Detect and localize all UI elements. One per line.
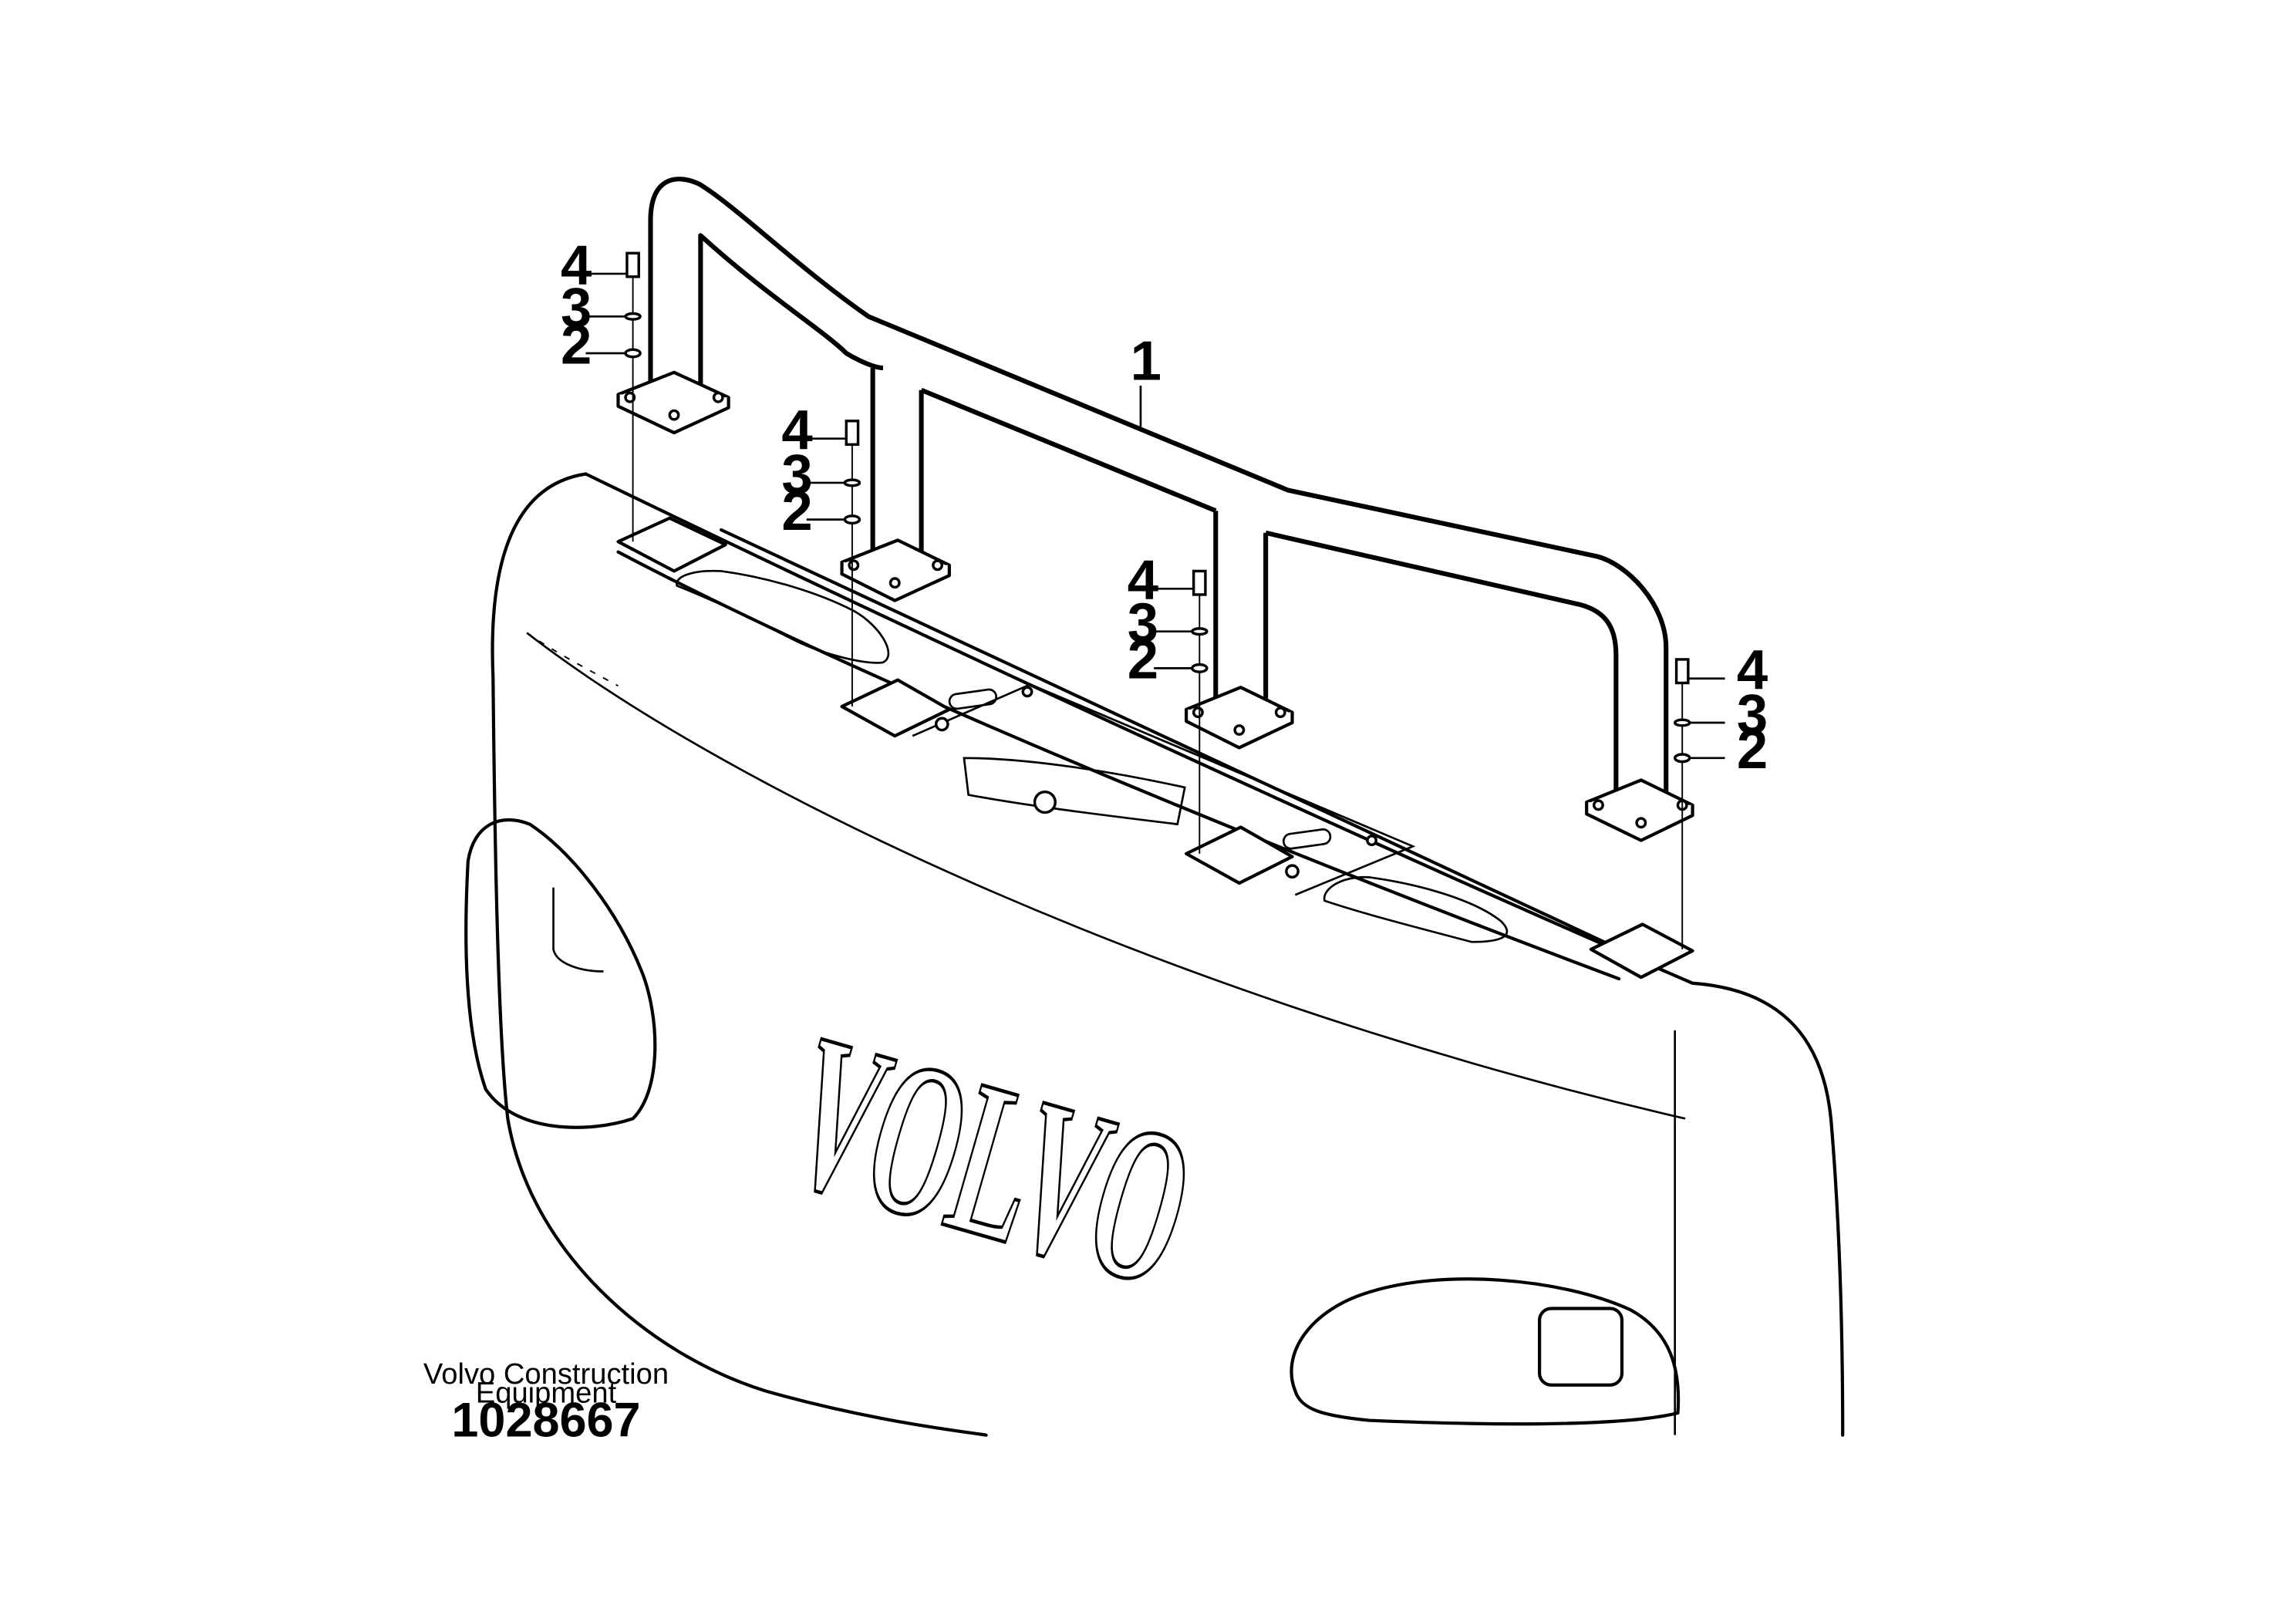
callout-3: 3 [1128,592,1158,654]
callout-2: 2 [1128,629,1158,691]
handrail [616,177,1694,842]
callout-2: 2 [1737,718,1768,781]
fastener-stacks [624,251,1691,949]
roof-pads [616,516,1694,980]
callout-4: 4 [1737,639,1768,701]
figure-caption: Volvo Construction Equipment 1028667 [423,1357,669,1448]
callout-labels: 1 4 3 2 4 3 2 4 3 2 4 3 2 [561,234,1768,781]
callout-4: 4 [781,399,812,461]
callout-3: 3 [1737,683,1768,745]
callout-4: 4 [1128,549,1158,612]
volvo-logo: VOLVO [767,989,1216,1334]
leader-lines [585,272,1725,760]
callout-2: 2 [781,480,812,542]
figure-number: 1028667 [451,1394,640,1448]
callout-1: 1 [1131,329,1161,392]
callout-3: 3 [781,443,812,505]
callout-3: 3 [561,277,592,339]
caption-company: Volvo Construction [423,1357,669,1391]
callout-2: 2 [561,313,592,376]
cab-roof [464,472,1845,1437]
callout-4: 4 [561,234,592,296]
roof-mounting-strip [616,528,1621,981]
caption-company-line2: Equipment [476,1377,617,1410]
